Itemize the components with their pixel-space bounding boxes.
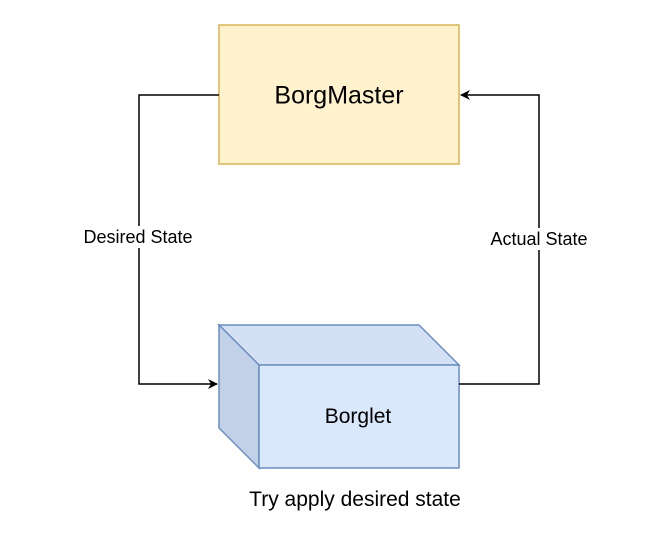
borgmaster-label: BorgMaster <box>274 81 404 110</box>
actual-state-label: Actual State <box>489 228 589 250</box>
borglet-label: Borglet <box>324 405 392 428</box>
borglet-caption: Try apply desired state <box>249 488 461 511</box>
borglet-front-face <box>258 364 460 469</box>
borgmaster-node[interactable] <box>218 24 460 165</box>
desired-state-label: Desired State <box>82 226 194 248</box>
borglet-node[interactable] <box>217 323 461 470</box>
borglet-top-face <box>217 324 461 366</box>
